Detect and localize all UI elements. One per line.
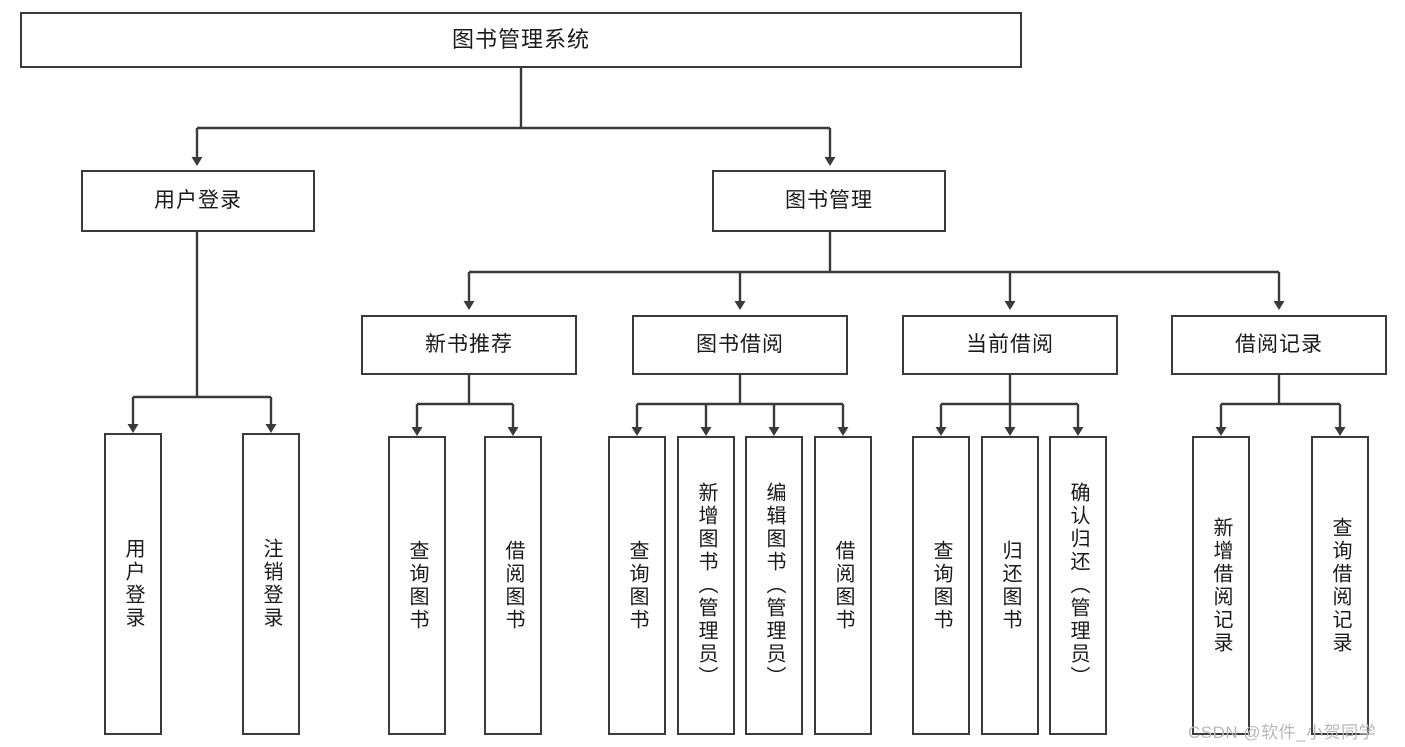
node-leaf-add-record[interactable]: 新增借阅记录 — [1192, 436, 1250, 735]
node-leaf-user-login[interactable]: 用户登录 — [104, 433, 162, 735]
node-leaf-user-logout-label: 注销登录 — [260, 538, 282, 630]
node-leaf-add-book[interactable]: 新增图书（管理员） — [677, 436, 735, 735]
node-leaf-user-login-label: 用户登录 — [122, 538, 144, 630]
node-root-label: 图书管理系统 — [451, 27, 590, 53]
node-new-book-recommend-label: 新书推荐 — [425, 332, 513, 356]
node-leaf-borrow-book-1-label: 借阅图书 — [502, 539, 524, 632]
node-leaf-return-book-label: 归还图书 — [999, 539, 1021, 632]
node-current-borrow-label: 当前借阅 — [966, 332, 1054, 356]
node-leaf-user-logout[interactable]: 注销登录 — [242, 433, 300, 735]
node-leaf-borrow-book-2-label: 借阅图书 — [832, 539, 854, 632]
node-borrow-record-label: 借阅记录 — [1235, 332, 1323, 356]
node-leaf-query-record[interactable]: 查询借阅记录 — [1311, 436, 1369, 735]
node-book-borrow-label: 图书借阅 — [696, 332, 784, 356]
node-leaf-add-record-label: 新增借阅记录 — [1210, 516, 1232, 655]
node-leaf-query-book-1[interactable]: 查询图书 — [388, 436, 446, 735]
node-book-manage[interactable]: 图书管理 — [712, 170, 946, 232]
node-leaf-add-book-label: 新增图书（管理员） — [695, 482, 717, 689]
node-leaf-edit-book-label: 编辑图书（管理员） — [763, 482, 785, 689]
node-leaf-borrow-book-1[interactable]: 借阅图书 — [484, 436, 542, 735]
node-leaf-query-book-2[interactable]: 查询图书 — [608, 436, 666, 735]
node-new-book-recommend[interactable]: 新书推荐 — [361, 315, 577, 375]
node-leaf-return-book[interactable]: 归还图书 — [981, 436, 1039, 735]
node-leaf-query-record-label: 查询借阅记录 — [1329, 516, 1351, 655]
node-leaf-edit-book[interactable]: 编辑图书（管理员） — [745, 436, 803, 735]
node-leaf-confirm-return-label: 确认归还（管理员） — [1067, 482, 1089, 689]
node-book-manage-label: 图书管理 — [785, 188, 873, 212]
node-leaf-query-book-3[interactable]: 查询图书 — [912, 436, 970, 735]
node-book-borrow[interactable]: 图书借阅 — [632, 315, 848, 375]
node-user-login[interactable]: 用户登录 — [81, 170, 315, 232]
node-leaf-confirm-return[interactable]: 确认归还（管理员） — [1049, 436, 1107, 735]
node-current-borrow[interactable]: 当前借阅 — [902, 315, 1118, 375]
node-leaf-query-book-2-label: 查询图书 — [626, 539, 648, 632]
node-root[interactable]: 图书管理系统 — [20, 12, 1022, 68]
node-leaf-query-book-1-label: 查询图书 — [406, 539, 428, 632]
node-user-login-label: 用户登录 — [154, 188, 242, 212]
node-leaf-query-book-3-label: 查询图书 — [930, 539, 952, 632]
node-leaf-borrow-book-2[interactable]: 借阅图书 — [814, 436, 872, 735]
node-borrow-record[interactable]: 借阅记录 — [1171, 315, 1387, 375]
